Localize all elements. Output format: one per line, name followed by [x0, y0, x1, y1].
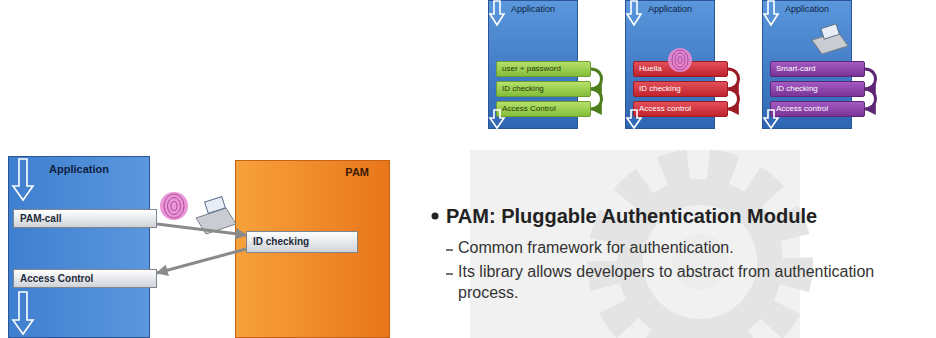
flow-connector	[728, 69, 739, 89]
bullet-dash	[446, 249, 453, 251]
flow-connector	[865, 69, 876, 89]
step-bar: ID checking	[633, 81, 728, 97]
process-box: Access Control	[13, 269, 157, 288]
flow-connector	[591, 69, 602, 89]
step-bar: Access control	[633, 101, 728, 117]
box-label: Huella	[639, 62, 727, 76]
box-label: ID checking	[776, 82, 864, 96]
box-label: ID checking	[253, 232, 357, 252]
down-arrow	[764, 1, 778, 25]
down-arrow	[13, 159, 33, 200]
flow-connector	[591, 89, 602, 109]
flow-connector	[728, 89, 739, 109]
box-heading: Application	[626, 4, 714, 14]
box-label: Access control	[776, 102, 864, 116]
box-label: user + password	[502, 62, 590, 76]
box-label: Smart-card	[776, 62, 864, 76]
box-heading: PAM	[345, 166, 369, 178]
flow-arrows	[13, 1, 778, 334]
down-arrow	[490, 110, 504, 128]
step-bar: user + password	[496, 61, 591, 77]
bullet-dot	[432, 213, 439, 220]
box-label: PAM-call	[20, 210, 156, 227]
box-label: Access Control	[502, 102, 590, 116]
box-heading: Application	[9, 163, 149, 175]
process-box: PAM-call	[13, 209, 157, 228]
box-label: Access Control	[20, 270, 156, 287]
box-label: Access control	[639, 102, 727, 116]
box-label: ID checking	[502, 82, 590, 96]
down-arrow	[764, 110, 778, 128]
bullet-heading: PAM: Pluggable Authentication Module	[446, 203, 934, 229]
fingerprint-icon	[668, 48, 692, 72]
step-bar: Access control	[770, 101, 865, 117]
box-heading: Application	[489, 4, 577, 14]
down-arrow	[627, 1, 641, 25]
down-arrow	[490, 1, 504, 25]
flow-connector	[865, 89, 876, 109]
bullet-text: Its library allows developers to abstrac…	[458, 262, 898, 304]
down-arrow	[627, 110, 641, 128]
step-bar: Smart-card	[770, 61, 865, 77]
box-heading: Application	[763, 4, 851, 14]
down-arrow	[13, 292, 33, 334]
step-bar: Huella	[633, 61, 728, 77]
step-bar: ID checking	[770, 81, 865, 97]
smartcard-reader-icon	[812, 24, 848, 54]
step-bar: Access Control	[496, 101, 591, 117]
bullet-text: Common framework for authentication.	[458, 238, 928, 259]
pam-module-box: PAM ID checking	[235, 160, 390, 338]
process-box: ID checking	[246, 231, 358, 253]
bullet-dash	[446, 273, 453, 275]
step-bar: ID checking	[496, 81, 591, 97]
fingerprint-icon	[160, 192, 188, 220]
flow-connector	[157, 249, 246, 273]
flow-connector	[157, 224, 246, 235]
application-box: ApplicationPAM-callAccess Control	[8, 156, 150, 338]
box-label: ID checking	[639, 82, 727, 96]
